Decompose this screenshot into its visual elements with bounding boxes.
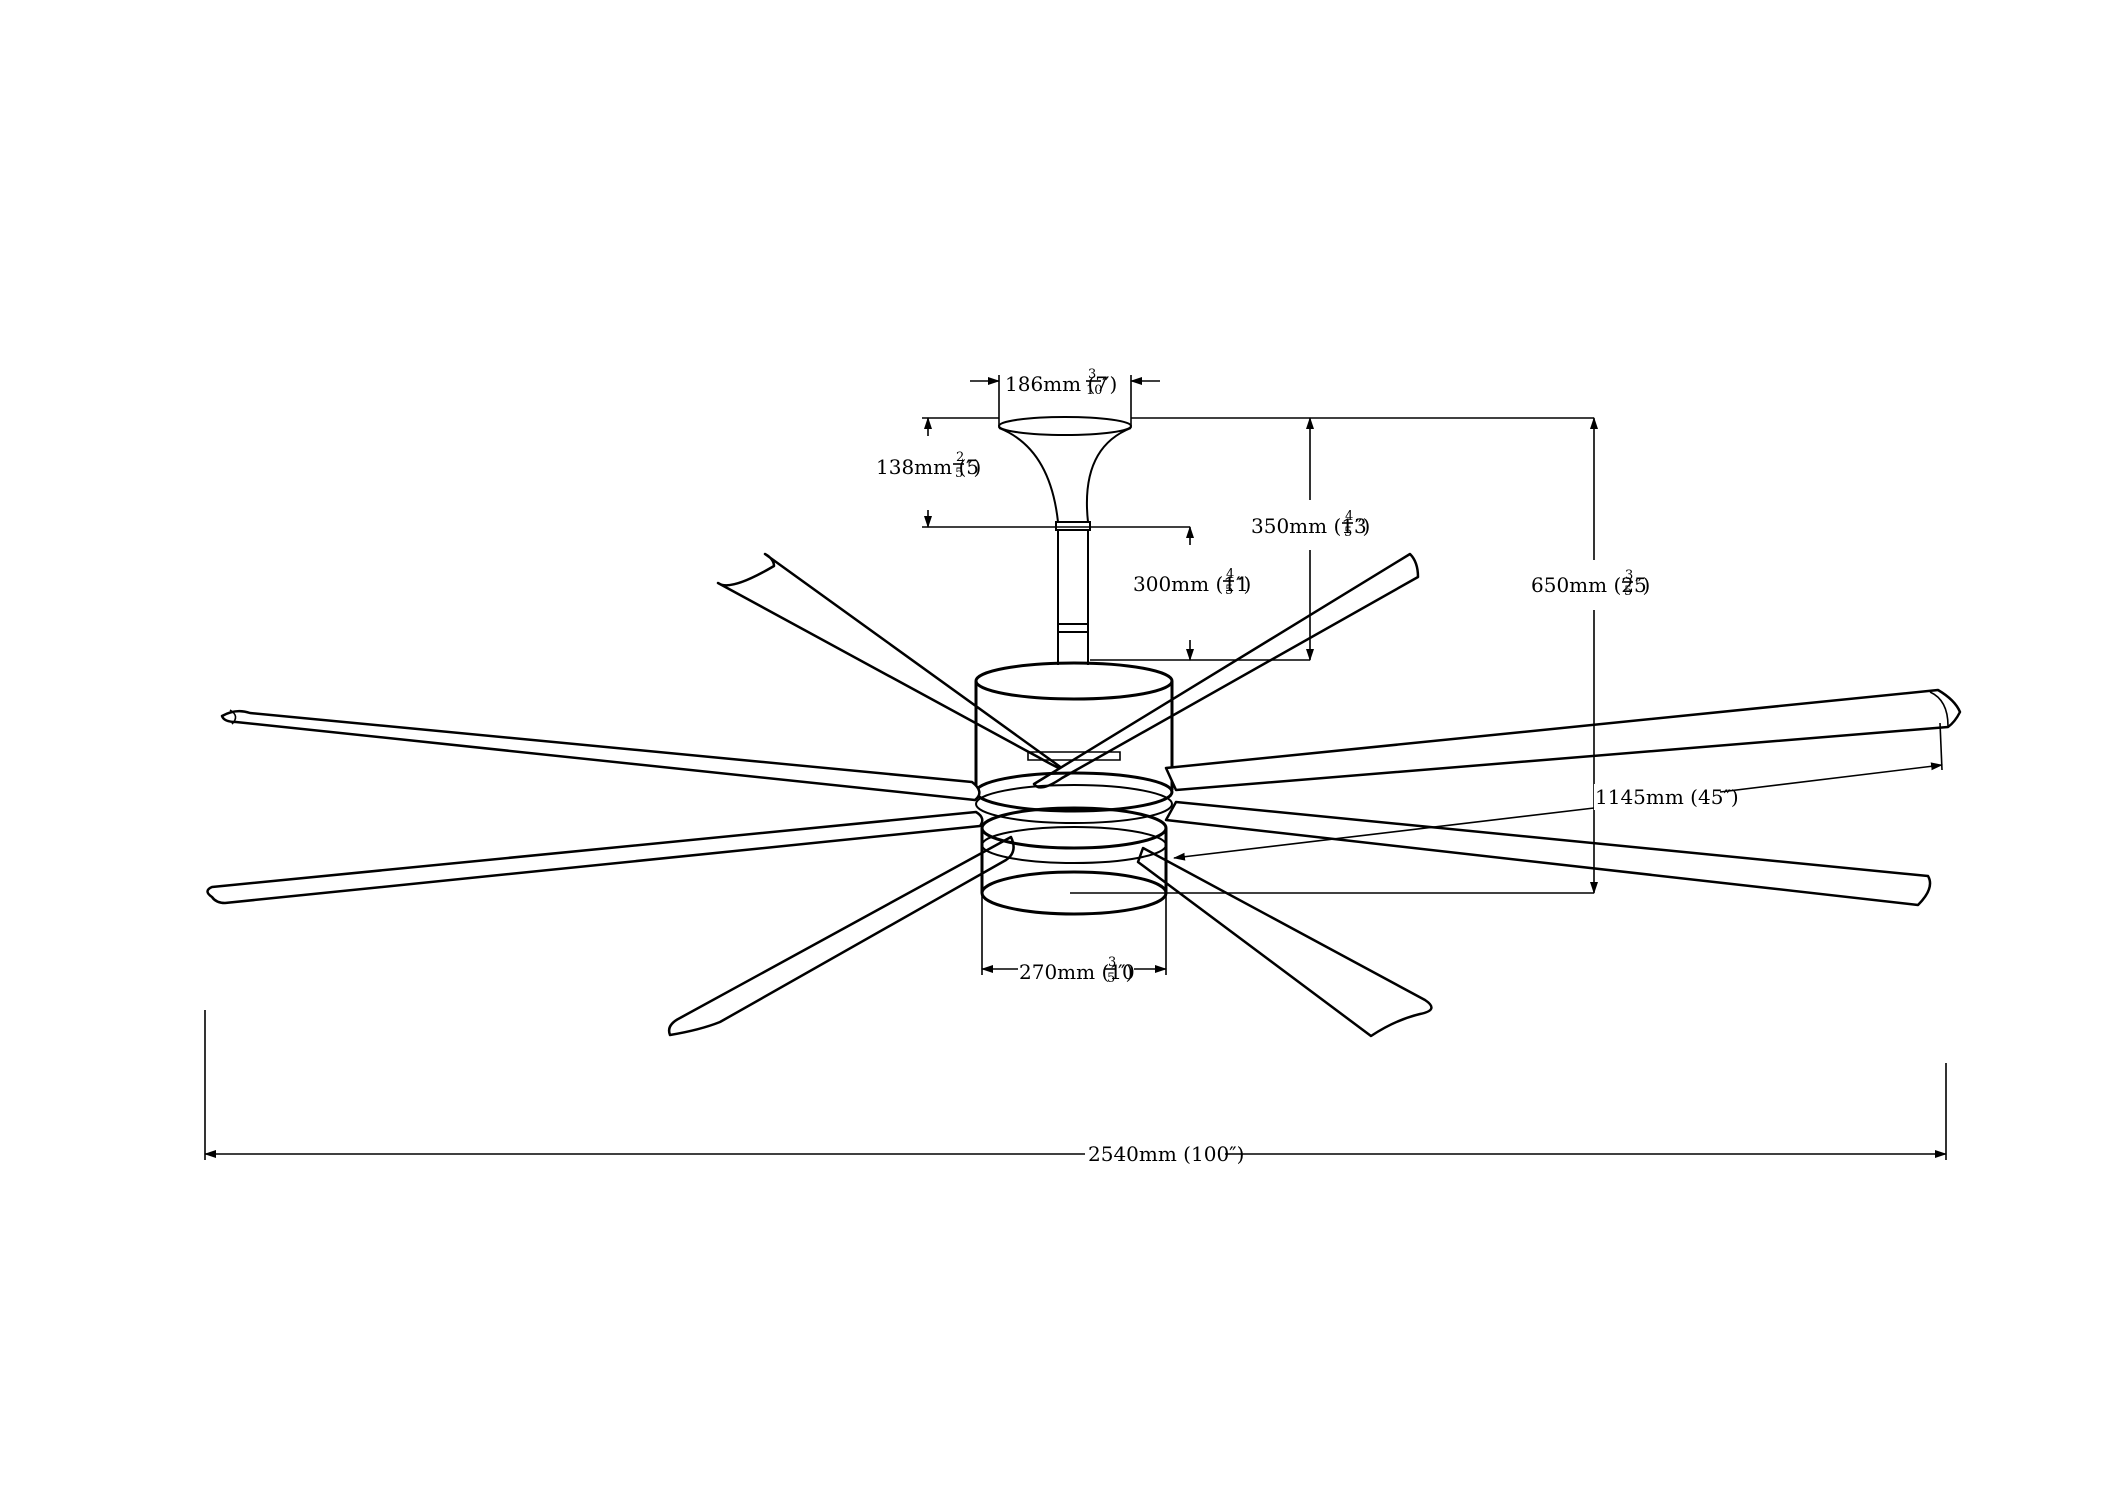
svg-text:″): ″) [966, 455, 981, 479]
canopy-top [998, 416, 1132, 436]
svg-text:138mm (5: 138mm (5 [876, 455, 979, 479]
svg-text:3: 3 [1088, 367, 1096, 382]
svg-text:10: 10 [1086, 383, 1103, 398]
blade-upper-left [716, 552, 1064, 771]
label-total-height: 650mm (25 3 5 ″) [1530, 568, 1660, 599]
svg-text:5: 5 [1107, 971, 1115, 986]
svg-text:5: 5 [1344, 525, 1352, 540]
label-downrod-length: 300mm (11 4 5 ″) [1132, 567, 1252, 598]
svg-text:270mm (10: 270mm (10 [1019, 960, 1135, 984]
svg-text:″): ″) [1236, 572, 1251, 596]
blade-hub-ring [974, 771, 1174, 813]
svg-text:350mm (13: 350mm (13 [1251, 514, 1367, 538]
motor-housing [974, 661, 1174, 824]
downrod-coupler [1058, 623, 1088, 633]
blade-lower-right [1136, 846, 1433, 1038]
label-overall-span: 2540mm (100″) [1086, 1141, 1244, 1167]
svg-text:1145mm (45″): 1145mm (45″) [1595, 785, 1739, 809]
svg-text:4: 4 [1226, 567, 1234, 582]
svg-text:3: 3 [1108, 955, 1116, 970]
svg-text:″): ″) [1355, 514, 1370, 538]
blade-far-left-upper [220, 709, 981, 802]
svg-text:650mm (25: 650mm (25 [1531, 573, 1647, 597]
label-light-diameter: 270mm (10 3 5 ″) [1018, 955, 1135, 986]
blade-far-right-lower [1164, 800, 1932, 907]
label-blade-radius: 1145mm (45″) [1594, 784, 1739, 810]
svg-text:2540mm (100″): 2540mm (100″) [1088, 1142, 1244, 1166]
canopy-and-downrod [998, 416, 1132, 665]
svg-text:2: 2 [956, 450, 964, 465]
svg-text:3: 3 [1625, 568, 1633, 583]
blade-lower-left [667, 835, 1015, 1037]
canopy-collar [1055, 521, 1091, 531]
mounting-bracket [1027, 751, 1121, 761]
svg-text:″): ″) [1118, 960, 1133, 984]
svg-text:5: 5 [1624, 584, 1632, 599]
svg-text:300mm (11: 300mm (11 [1133, 572, 1249, 596]
svg-text:4: 4 [1345, 509, 1353, 524]
canopy-body [998, 427, 1132, 523]
light-kit-sides [980, 828, 1168, 893]
blade-hub-ring-lower [975, 784, 1173, 824]
dimension-labels: 186mm (7 3 10 ″) 138mm (5 2 5 ″) 300mm (… [876, 367, 1739, 1167]
downrod [1057, 530, 1089, 665]
svg-text:″): ″) [1635, 573, 1650, 597]
dimension-lines [204, 375, 1947, 1160]
light-kit-band [981, 826, 1167, 864]
label-canopy-width: 186mm (7 3 10 ″) [1003, 367, 1127, 398]
label-canopy-height: 138mm (5 2 5 ″) [876, 450, 981, 481]
label-ceiling-to-motor: 350mm (13 4 5 ″) [1250, 509, 1374, 540]
svg-text:5: 5 [1225, 583, 1233, 598]
blade-upper-right [1032, 552, 1420, 789]
svg-text:5: 5 [955, 466, 963, 481]
svg-text:″): ″) [1102, 372, 1117, 396]
blade-far-right-upper [1164, 688, 1962, 792]
motor-top [974, 661, 1174, 701]
fan-blades-front [206, 688, 1962, 1038]
blade-far-left-lower [206, 810, 984, 905]
svg-text:186mm (7: 186mm (7 [1005, 372, 1108, 396]
